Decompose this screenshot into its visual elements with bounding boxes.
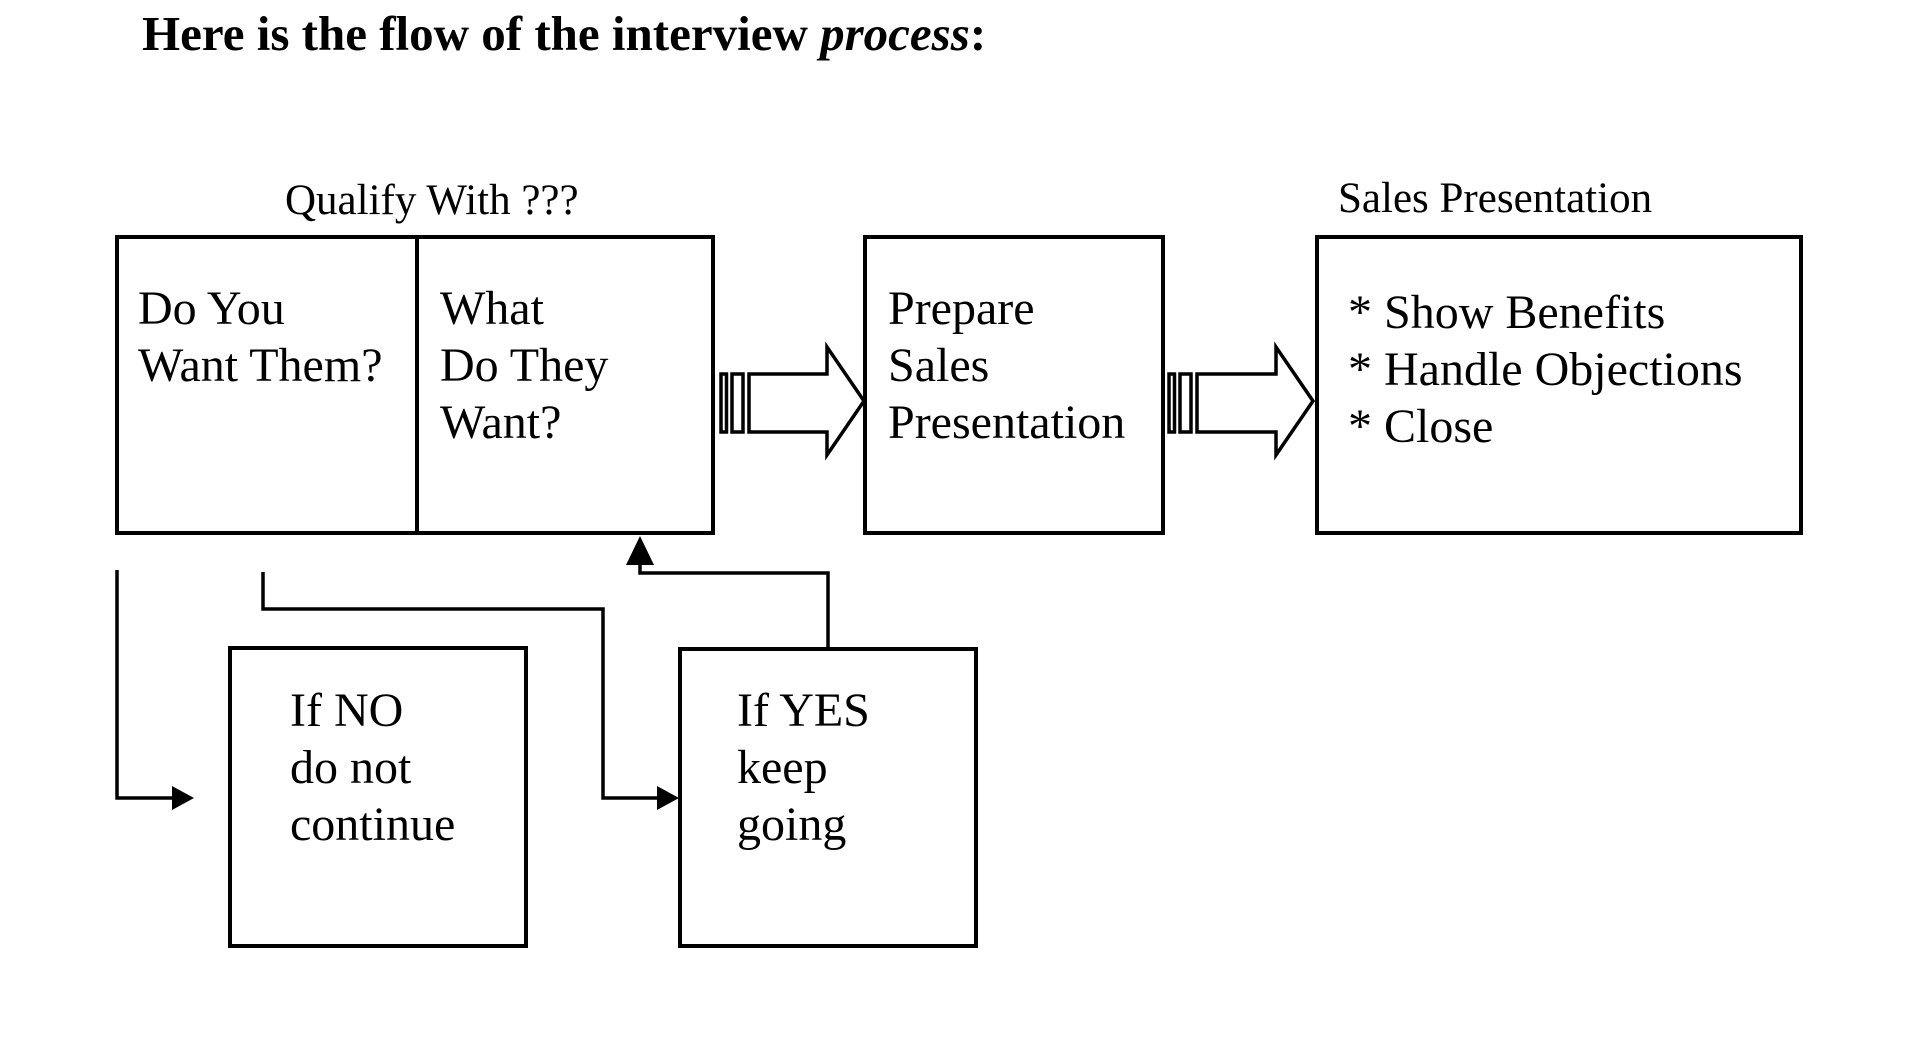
arrowhead-right-icon [172, 786, 194, 810]
page-title: Here is the flow of the interview proces… [142, 5, 986, 63]
qualify-boxes: Do You Want Them? What Do They Want? [115, 235, 715, 535]
connector-to-if-no [115, 570, 194, 810]
connector-if-yes-loop-back [626, 536, 830, 647]
title-colon: : [969, 6, 987, 61]
box-if-no: If NO do not continue [228, 646, 528, 948]
box-if-yes: If YES keep going [678, 647, 978, 948]
striped-right-arrow-icon [1167, 341, 1316, 461]
title-text: Here is the flow of the interview [142, 6, 821, 61]
qualify-with-label: Qualify With ??? [285, 177, 579, 224]
box-sales-presentation-steps: * Show Benefits * Handle Objections * Cl… [1315, 235, 1803, 535]
box-what-do-they-want: What Do They Want? [415, 239, 711, 531]
striped-right-arrow-icon [719, 341, 867, 461]
arrowhead-up-icon [626, 536, 654, 565]
box-prepare-sales-presentation: Prepare Sales Presentation [863, 235, 1165, 535]
box-do-you-want-them: Do You Want Them? [138, 282, 383, 392]
arrowhead-right-icon [657, 786, 679, 810]
title-emphasis: process [820, 6, 970, 61]
sales-presentation-label: Sales Presentation [1338, 175, 1653, 222]
connector-to-if-yes [261, 572, 679, 810]
